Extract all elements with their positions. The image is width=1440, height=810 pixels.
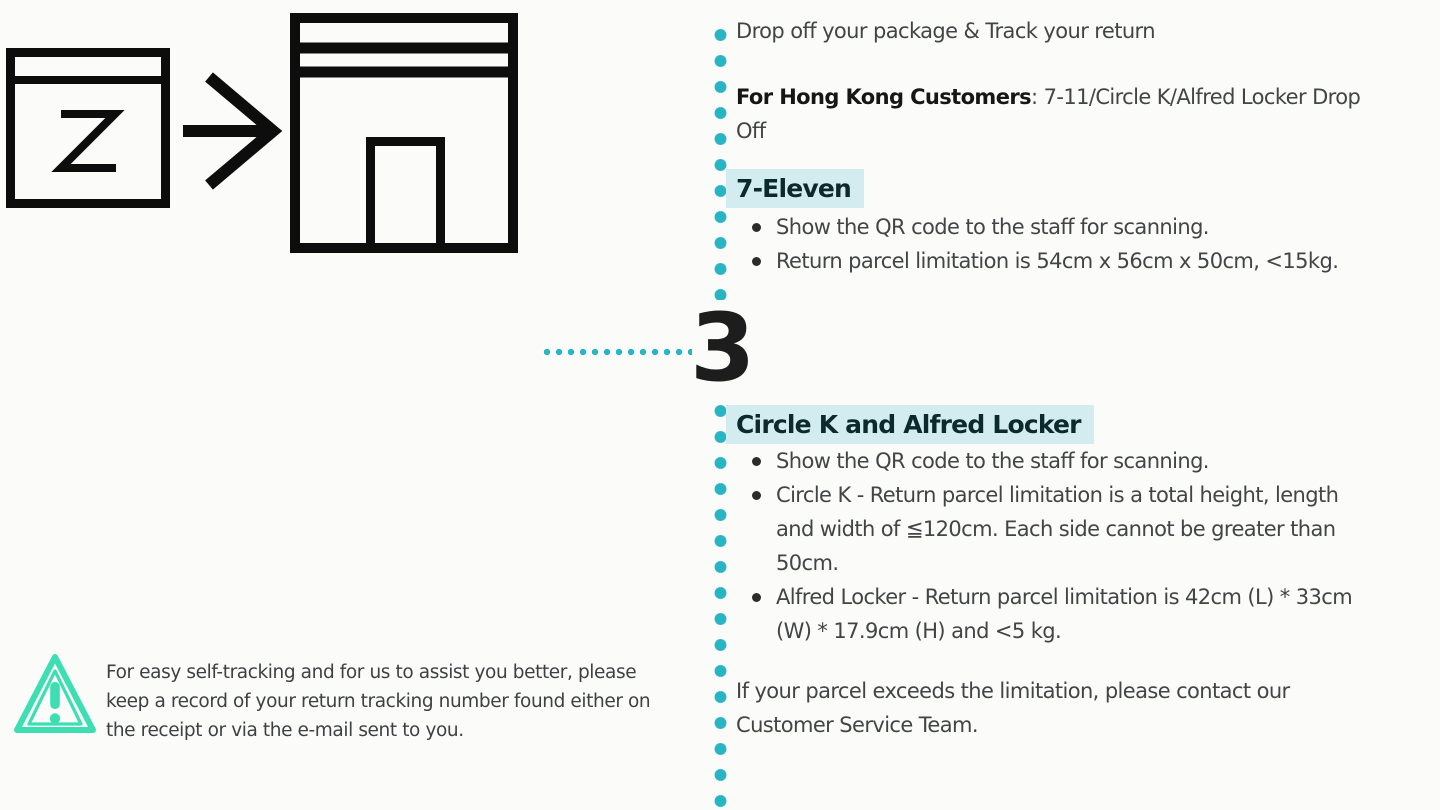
bullet-text: and width of ≦120cm. Each side cannot be…	[776, 517, 1336, 541]
bullet-item: Return parcel limitation is 54cm x 56cm …	[736, 244, 1339, 278]
storefront-icon	[290, 13, 518, 253]
step-number: 3	[690, 294, 755, 403]
bullet-text: Show the QR code to the staff for scanni…	[776, 215, 1209, 239]
section-circlek-bullets: Show the QR code to the staff for scanni…	[736, 444, 1353, 648]
bullet-item: Show the QR code to the staff for scanni…	[736, 444, 1352, 478]
note-line1: For easy self-tracking and for us to ass…	[106, 662, 637, 683]
bullet-text: 50cm.	[776, 551, 839, 575]
audience-rest-text: : 7-11/Circle K/Alfred Locker Drop	[1031, 85, 1361, 109]
vertical-dotted-line-top	[713, 22, 728, 300]
content-column: Drop off your package & Track your retur…	[726, 0, 1440, 810]
section-7eleven-bullets: Show the QR code to the staff for scanni…	[736, 210, 1339, 278]
horizontal-dotted-connector	[541, 347, 692, 357]
note-line3: the receipt or via the e-mail sent to yo…	[106, 720, 464, 741]
bullet-text: (W) * 17.9cm (H) and <5 kg.	[776, 619, 1062, 643]
audience-line1: For Hong Kong Customers: 7-11/Circle K/A…	[736, 80, 1361, 114]
audience-bold-text: For Hong Kong Customers	[736, 85, 1032, 109]
bullet-text: Alfred Locker - Return parcel limitation…	[776, 585, 1353, 609]
arrow-right-icon	[183, 72, 283, 190]
illustration	[6, 13, 518, 253]
bullet-text: Return parcel limitation is 54cm x 56cm …	[776, 249, 1339, 273]
bullet-text: Circle K - Return parcel limitation is a…	[776, 483, 1339, 507]
tracking-note: For easy self-tracking and for us to ass…	[106, 658, 651, 745]
bullet-item: Show the QR code to the staff for scanni…	[736, 210, 1338, 244]
audience-line2: Off	[736, 119, 766, 143]
warning-icon	[14, 654, 96, 733]
intro-line: Drop off your package & Track your retur…	[736, 14, 1156, 48]
footer-line2: Customer Service Team.	[736, 713, 979, 737]
parcel-box-icon	[6, 48, 170, 208]
footer-line1: If your parcel exceeds the limitation, p…	[736, 679, 1290, 703]
bullet-item: Alfred Locker - Return parcel limitation…	[736, 580, 1353, 648]
note-line2: keep a record of your return tracking nu…	[106, 691, 651, 712]
audience-paragraph: For Hong Kong Customers: 7-11/Circle K/A…	[736, 80, 1361, 148]
bullet-item: Circle K - Return parcel limitation is a…	[736, 478, 1352, 580]
bullet-text: Show the QR code to the staff for scanni…	[776, 449, 1209, 473]
section-7eleven-heading: 7-Eleven	[726, 169, 865, 208]
vertical-dotted-line-bottom	[713, 398, 728, 810]
section-circlek-heading: Circle K and Alfred Locker	[726, 405, 1094, 444]
footer-paragraph: If your parcel exceeds the limitation, p…	[736, 674, 1290, 742]
intro-text: Drop off your package & Track your retur…	[736, 19, 1156, 43]
